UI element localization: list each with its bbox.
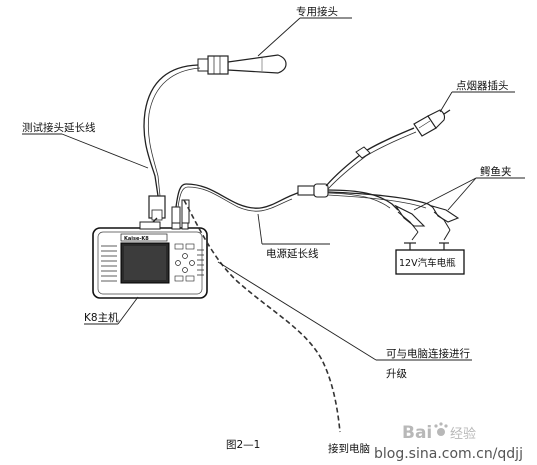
watermark-brand-suffix: 经验 xyxy=(450,426,476,442)
host-label: K8主机 xyxy=(84,311,119,324)
special-connector xyxy=(197,54,287,75)
alligator-clip-label: 鳄鱼夹 xyxy=(480,165,512,178)
watermark-url: blog.sina.com.cn/qdjj xyxy=(374,446,523,462)
k8-host-device: Kaise-K8 xyxy=(92,221,208,299)
pc-cable xyxy=(183,199,341,433)
power-plug xyxy=(171,206,181,224)
figure-caption: 图2—1 xyxy=(226,439,260,451)
db-connector xyxy=(148,195,166,221)
test-extension-cable xyxy=(143,64,199,197)
cigarette-lighter-plug xyxy=(413,109,451,137)
special-connector-label: 专用接头 xyxy=(296,5,338,18)
upgrade-label-line2: 升级 xyxy=(386,368,407,380)
power-ext-cable-label: 电源延长线 xyxy=(266,247,319,260)
power-extension-cable xyxy=(175,183,301,209)
to-pc-label: 接到电脑 xyxy=(328,442,370,455)
inline-fuse xyxy=(297,183,329,198)
alligator-clip-right xyxy=(430,205,460,241)
battery-label: 12V汽车电瓶 xyxy=(399,257,456,269)
inline-connector xyxy=(355,146,371,159)
test-ext-cable-label: 测试接头延长线 xyxy=(22,121,96,134)
cigarette-plug-label: 点烟器插头 xyxy=(456,79,509,92)
car-battery xyxy=(395,242,465,275)
usb-plug xyxy=(181,199,190,224)
paw-icon xyxy=(434,422,448,436)
cigarette-cable xyxy=(325,127,415,187)
watermark-brand: Bai xyxy=(402,423,432,443)
alligator-clip-left xyxy=(394,204,426,241)
watermark: Bai 经验 blog.sina.com.cn/qdjj xyxy=(374,422,523,462)
device-brand-text: Kaise-K8 xyxy=(124,236,149,242)
upgrade-label-line1: 可与电脑连接进行 xyxy=(386,347,470,360)
